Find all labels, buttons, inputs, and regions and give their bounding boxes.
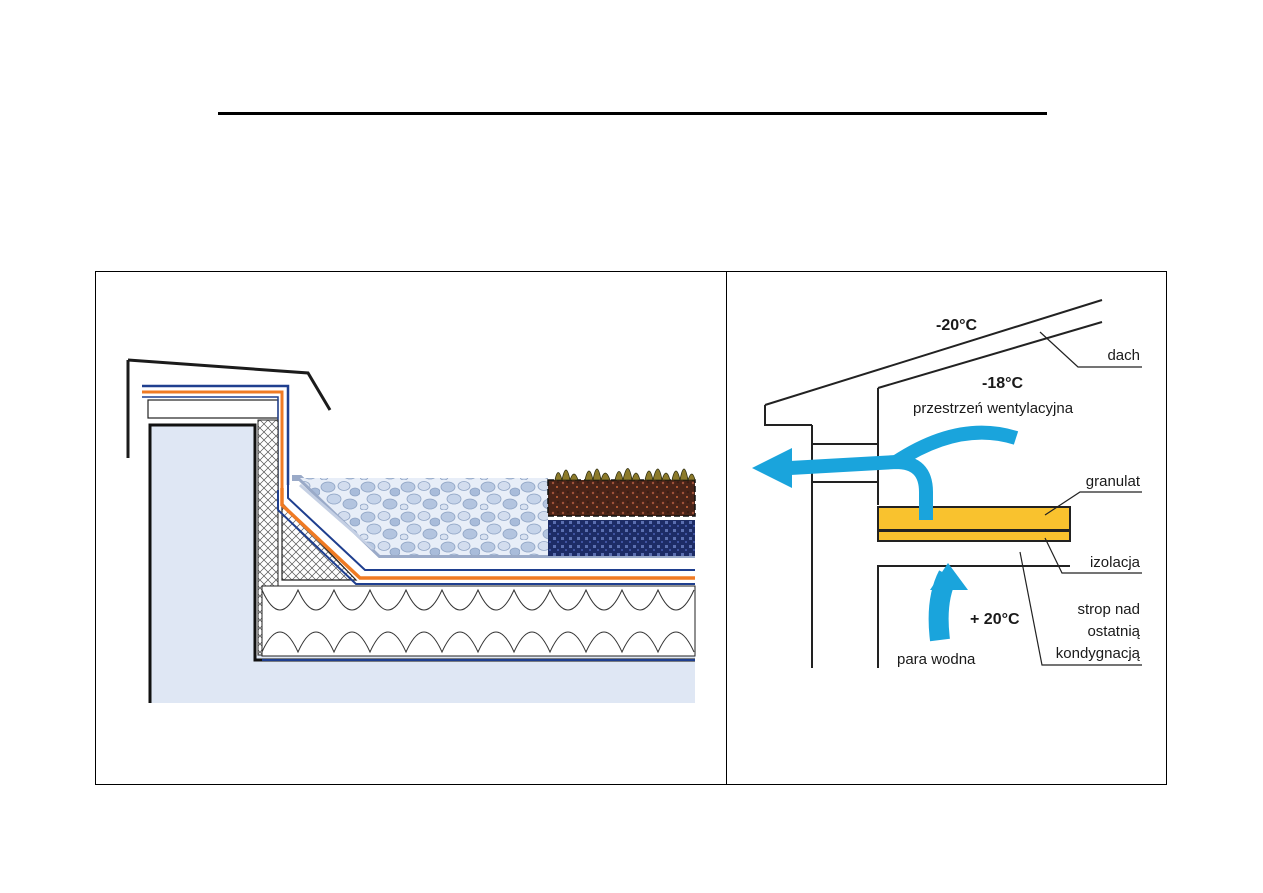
- ventilation-space-label: przestrzeń wentylacyjna: [913, 400, 1074, 417]
- ceiling-label-line2: ostatnią: [1087, 623, 1140, 640]
- ceiling-leader: [1019, 551, 1142, 666]
- roof-slab: [150, 655, 695, 703]
- vegetation: [554, 468, 696, 482]
- insulation-leader: [1044, 537, 1142, 574]
- right-attic-diagram: -20°C dach -18°C przestrzeń wentylacyjna…: [752, 299, 1142, 668]
- parapet-board: [147, 399, 279, 419]
- membrane-orange: [280, 488, 695, 580]
- eave-vent-opening: [812, 443, 878, 483]
- water-vapor-label: para wodna: [897, 651, 976, 668]
- roof-leader: [1039, 331, 1142, 368]
- granulate-layer: [877, 506, 1071, 531]
- roof-label: dach: [1107, 347, 1140, 364]
- roof-insulation: [261, 585, 696, 657]
- ceiling-label-line3: kondygnacją: [1056, 645, 1141, 662]
- roof-outline: [764, 299, 1103, 426]
- figure-frame: [95, 271, 1167, 785]
- gravel-layer: [300, 478, 548, 555]
- left-roof-detail: [126, 358, 696, 703]
- granulate-leader: [1044, 491, 1142, 516]
- roof-temp-label: -20°C: [936, 317, 978, 334]
- ceiling-label-line1: strop nad: [1077, 601, 1140, 618]
- membrane-blue: [277, 490, 695, 585]
- substrate-layer: [547, 479, 696, 517]
- interior-temp-label: + 20°C: [970, 611, 1020, 628]
- membrane-orange-top: [142, 390, 284, 488]
- space-temp-label: -18°C: [982, 375, 1024, 392]
- title-rule: [218, 112, 1047, 115]
- airflow-arrow-icon: [752, 448, 792, 488]
- insulation-pattern: [261, 588, 695, 654]
- ceiling-slab: [877, 565, 1070, 668]
- insulation-label: izolacja: [1090, 554, 1141, 571]
- coping-flashing: [126, 358, 332, 458]
- granulate-label: granulat: [1086, 473, 1141, 490]
- drainage-layer: [548, 520, 695, 556]
- insulation-layer: [877, 530, 1071, 542]
- panel-divider: [726, 271, 727, 785]
- vapor-arrow-icon: [930, 563, 968, 590]
